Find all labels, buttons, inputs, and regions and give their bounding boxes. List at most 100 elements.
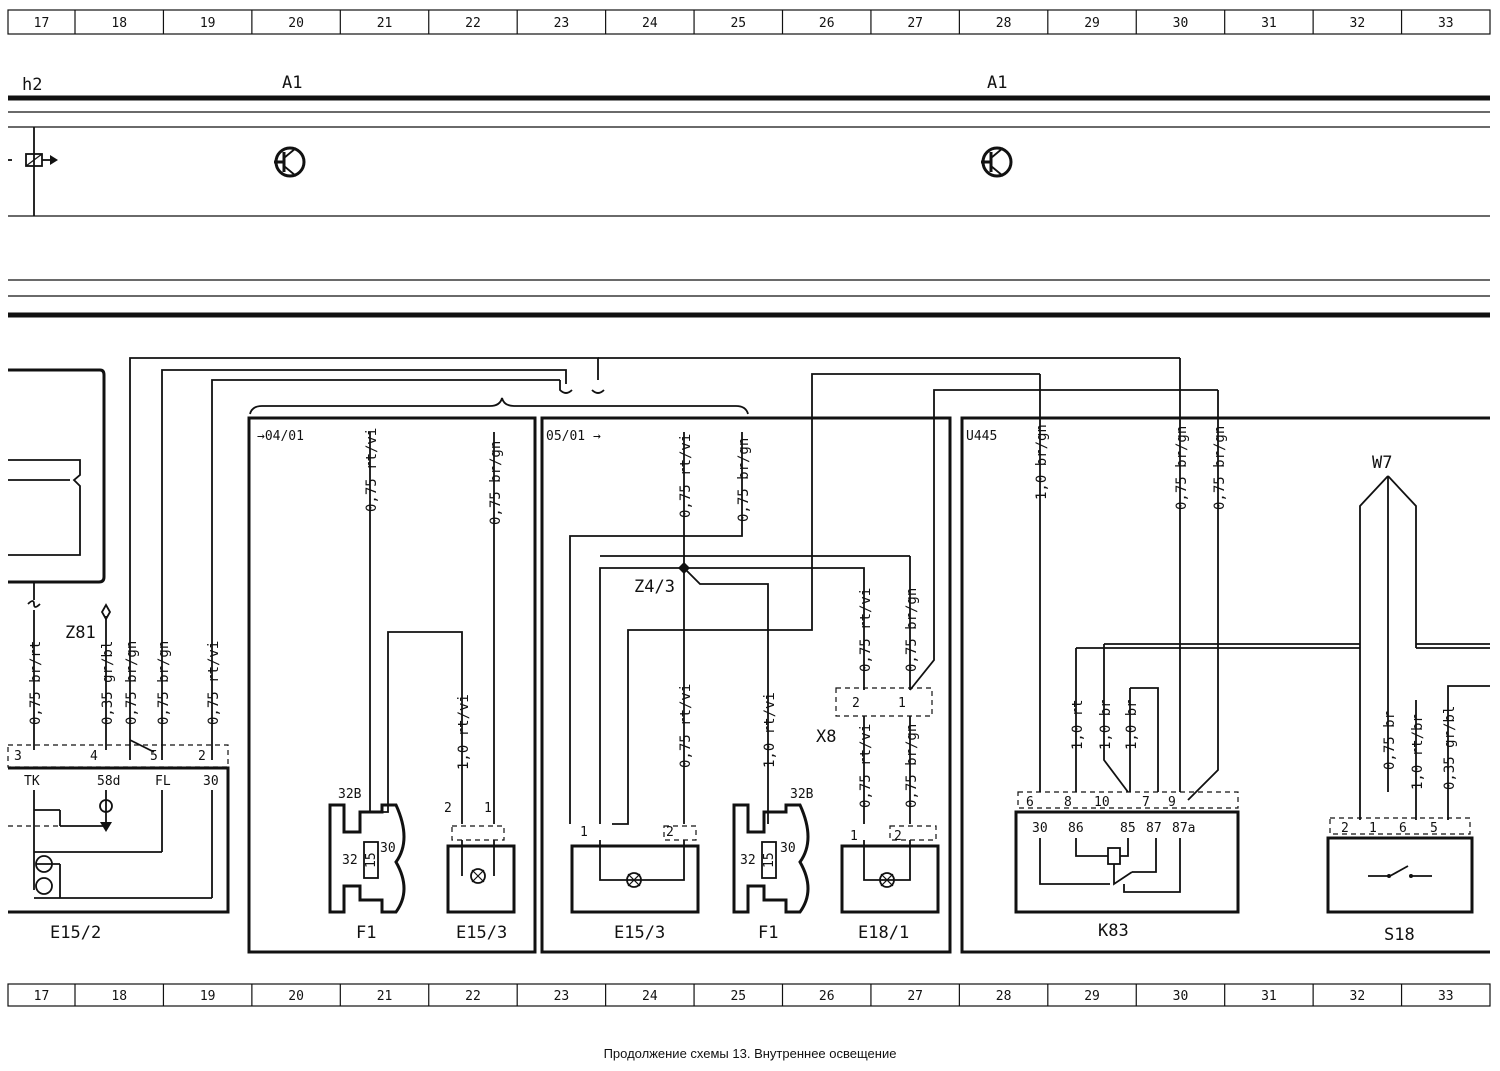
component-label: K83: [1098, 921, 1129, 941]
switch-contact-icon: [1389, 865, 1409, 877]
pin-number: 4: [90, 749, 98, 764]
component-label: S18: [1384, 925, 1415, 945]
diode-icon: [100, 822, 112, 832]
pin-number: 1: [580, 825, 588, 840]
fuse-pin: 32: [342, 853, 358, 868]
ruler-number: 26: [819, 989, 835, 1004]
wire-label: 0,75 br/gn: [904, 724, 920, 808]
pin-number: 2: [198, 749, 206, 764]
wire-label: 0,75 rt/vi: [364, 428, 380, 512]
wire-label: 0,75 br/gn: [124, 641, 140, 725]
ruler-number: 29: [1084, 16, 1100, 31]
pin-number: 2: [852, 696, 860, 711]
lamp-icon: [879, 872, 895, 888]
pin-number: 6: [1399, 821, 1407, 836]
ruler-number: 22: [465, 16, 481, 31]
wire-label: 0,35 gr/bl: [100, 641, 116, 725]
lamp-e18-1: 1 2 E18/1: [840, 825, 940, 943]
wire-label: 0,75 rt/vi: [858, 588, 874, 672]
pin-number: 1: [484, 801, 492, 816]
ruler-number: 30: [1173, 989, 1189, 1004]
ruler-number: 31: [1261, 989, 1277, 1004]
label-z81: Z81: [65, 623, 96, 643]
top-routing-wires: [129, 357, 749, 760]
pin-number: 10: [1094, 795, 1110, 810]
pin-name: 87a: [1172, 821, 1195, 836]
ground-w7: W7: [1076, 453, 1490, 792]
wire-label: 1,0 rt/vi: [456, 694, 472, 770]
label-z4-3: Z4/3: [634, 577, 675, 597]
ruler-number: 26: [819, 16, 835, 31]
fuse-pin: 32: [740, 853, 756, 868]
fuse-pin: 30: [380, 841, 396, 856]
pin-name: 30: [1032, 821, 1048, 836]
fuse-pin: 15: [762, 852, 777, 868]
ruler-number: 18: [111, 989, 127, 1004]
pin-number: 1: [898, 696, 906, 711]
ruler-number: 30: [1173, 16, 1189, 31]
component-label: E15/3: [456, 923, 507, 943]
module-label: U445: [966, 429, 997, 444]
pin-number: 5: [1430, 821, 1438, 836]
component-label: E15/2: [50, 923, 101, 943]
bottom-ruler-ticks: [74, 984, 1403, 1006]
label-x8: X8: [816, 727, 836, 747]
ruler-number: 20: [288, 989, 304, 1004]
fuse-pin: 15: [364, 852, 379, 868]
ruler-number: 24: [642, 989, 658, 1004]
wire-label: 1,0 br/gn: [1034, 424, 1050, 500]
ruler-number: 18: [111, 16, 127, 31]
a1-right-symbol: [981, 146, 1013, 178]
pin-number: 7: [1142, 795, 1150, 810]
wire-label: 0,75 br/gn: [488, 441, 504, 525]
lamp-icon: [470, 868, 486, 884]
pin-number: 1: [850, 829, 858, 844]
pin-number: 3: [14, 749, 22, 764]
fuse-label: 32B: [338, 787, 362, 802]
left-connector-panel: [8, 368, 106, 608]
lamp-icon: [626, 872, 642, 888]
wire-label: 0,75 rt/vi: [678, 434, 694, 518]
pin-name: 85: [1120, 821, 1136, 836]
pin-name: 30: [203, 774, 219, 789]
top-bus-section: h2 A1 A1: [8, 73, 1490, 318]
ruler-number: 17: [34, 16, 50, 31]
top-ruler-numbers: 17 18 19 20 21 22 23 24 25 26 27 28 29 3…: [34, 16, 1454, 31]
lamp-e15-3-right: 1 2 E15/3: [570, 825, 700, 943]
component-e15-2: Z81 0,75 br/rt 0,35 gr/bl 0,75 br/gn 0,7…: [7, 603, 230, 943]
component-label: F1: [356, 923, 376, 943]
wire-label: 0,75 br: [1382, 711, 1398, 770]
pin-number: 8: [1064, 795, 1072, 810]
pin-number: 2: [444, 801, 452, 816]
connector-ref: 05/01 →: [546, 429, 601, 444]
ruler-number: 32: [1350, 16, 1366, 31]
label-a1-left: A1: [282, 73, 302, 93]
ruler-number: 25: [730, 16, 746, 31]
pin-name: 87: [1146, 821, 1162, 836]
fuse-f1-right: 32B 32 15 30 F1: [732, 787, 814, 943]
label-w7: W7: [1372, 453, 1392, 473]
pin-number: 1: [1369, 821, 1377, 836]
wire-label: 0,75 rt/vi: [678, 684, 694, 768]
fuse-f1-left: 32B 32 15 30 F1: [328, 787, 406, 943]
pin-number: 5: [150, 749, 158, 764]
wire-label: 0,75 br/rt: [28, 641, 44, 725]
label-h2: h2: [22, 75, 42, 95]
ruler-number: 33: [1438, 16, 1454, 31]
ruler-number: 17: [34, 989, 50, 1004]
component-label: E15/3: [614, 923, 665, 943]
fuse-pin: 30: [780, 841, 796, 856]
z81-marker: [100, 603, 112, 621]
ruler-number: 33: [1438, 989, 1454, 1004]
pin-name: TK: [24, 774, 40, 789]
lamp-e15-3-left: 2 1 E15/3: [444, 801, 516, 943]
ruler-number: 27: [907, 989, 923, 1004]
box-u445: U445 1,0 br/gn 0,75 br/gn 0,75 br/gn W7 …: [598, 357, 1490, 954]
label-a1-right: A1: [987, 73, 1007, 93]
switch-s18: 0,75 br 1,0 rt/br 0,35 gr/bl 2 1 6 5 S18: [1326, 648, 1490, 945]
wire-label: 0,75 rt/vi: [858, 724, 874, 808]
ruler-number: 29: [1084, 989, 1100, 1004]
wire-label: 0,75 br/gn: [904, 588, 920, 672]
pin-number: 9: [1168, 795, 1176, 810]
